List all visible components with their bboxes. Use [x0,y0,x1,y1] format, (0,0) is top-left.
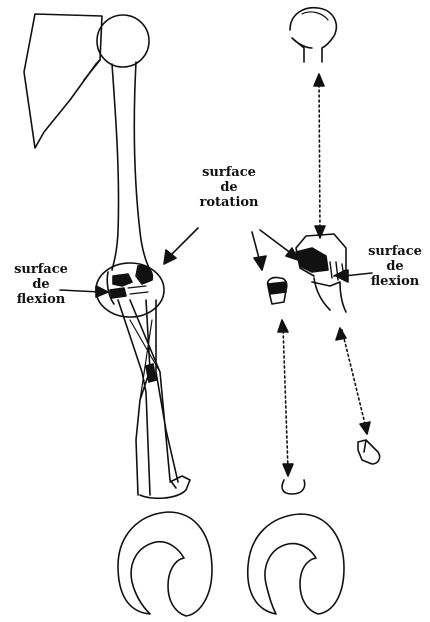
hand-right [248,514,344,614]
scapula [24,14,102,148]
link-ulna [342,330,366,428]
exploded-view [248,8,380,614]
link-humerus [319,80,320,232]
wrist-piece [358,440,380,464]
hand-left [118,512,212,616]
label-flexion-left: surface de flexion [6,262,76,307]
label-flexion-left-line1: surface [6,262,76,277]
label-flexion-right-line1: surface [360,244,430,259]
humeral-head [97,15,149,67]
label-flexion-left-line3: flexion [6,292,76,307]
humeral-head-separated [290,8,336,62]
hand-connector [282,480,305,494]
label-flexion-right-line2: de [360,259,430,274]
link-radius [283,326,288,470]
joint-surface-left [113,274,132,286]
label-flexion-left-line2: de [6,277,76,292]
assembled-arm [24,14,212,616]
ulna-piece [312,278,346,312]
label-rotation-line2: de [183,180,275,195]
label-flexion-right: surface de flexion [360,244,430,289]
forearm-bones [118,300,178,495]
humerus [112,62,150,270]
label-rotation: surface de rotation [183,165,275,210]
label-rotation-line1: surface [183,165,275,180]
label-rotation-line3: rotation [183,195,275,210]
elbow-joint [96,263,164,317]
label-flexion-right-line3: flexion [360,274,430,289]
